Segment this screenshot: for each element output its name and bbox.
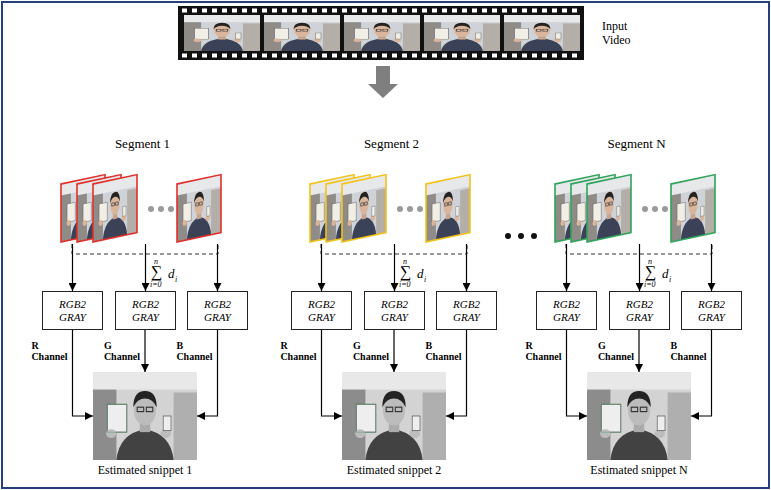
snippet-image: Estimated snippet 1: [93, 372, 197, 477]
math-symbol: ∑: [400, 264, 411, 280]
snippet-image: Estimated snippet N: [587, 372, 691, 477]
channel-label: R Channel: [31, 340, 67, 362]
process-box: RGB2 GRAY: [536, 291, 597, 330]
math-symbol: i=0: [150, 281, 162, 289]
channel-label: G Channel: [353, 340, 389, 362]
snippet-picture: [93, 372, 197, 460]
snippet-picture: [587, 372, 691, 460]
math-symbol: d: [417, 267, 424, 280]
connector-arrow: [393, 330, 394, 372]
channel-label: B Channel: [670, 340, 706, 362]
box-label: RGB2 GRAY: [308, 298, 335, 323]
dashed-bracket: [72, 244, 712, 254]
segment-heading: Segment N: [549, 136, 724, 152]
math-symbol: ∑: [151, 264, 162, 280]
math-symbol: i: [175, 276, 177, 284]
channel-label: R Channel: [280, 340, 316, 362]
segment-heading: Segment 1: [55, 136, 230, 152]
connector-arrow: [145, 244, 146, 291]
process-box: RGB2 GRAY: [436, 291, 497, 330]
box-label: RGB2 GRAY: [626, 298, 653, 323]
connector-arrow: [711, 244, 712, 291]
frame-stack: [55, 154, 230, 246]
snippet-caption: Estimated snippet N: [559, 463, 719, 477]
channel-label: G Channel: [598, 340, 634, 362]
process-box: RGB2 GRAY: [115, 291, 176, 330]
channel-label: B Channel: [176, 340, 212, 362]
process-box: RGB2 GRAY: [609, 291, 670, 330]
connector-arrow: [691, 330, 712, 416]
channel-label: G Channel: [104, 340, 140, 362]
box-label: RGB2 GRAY: [132, 298, 159, 323]
segment-frames: Segment N: [549, 136, 724, 244]
box-label: RGB2 GRAY: [59, 298, 86, 323]
snippet-caption: Estimated snippet 1: [65, 463, 225, 477]
channel-label: R Channel: [525, 340, 561, 362]
math-symbol: i=0: [644, 281, 656, 289]
connector-arrow: [217, 244, 218, 291]
channel-label: B Channel: [425, 340, 461, 362]
math-symbol: d: [662, 267, 669, 280]
snippet-picture: [342, 372, 446, 460]
box-label: RGB2 GRAY: [204, 298, 231, 323]
frame-stack: [549, 154, 724, 246]
math-symbol: i: [669, 276, 671, 284]
connector-arrow: [638, 330, 639, 372]
connector-arrow: [73, 330, 94, 416]
connector-arrow: [321, 244, 322, 291]
math-symbol: i=0: [399, 281, 411, 289]
segment-frames: Segment 2: [304, 136, 479, 244]
process-box: RGB2 GRAY: [681, 291, 742, 330]
math-symbol: ∑: [645, 264, 656, 280]
math-symbol: d: [168, 267, 175, 280]
segment-frames: Segment 1: [55, 136, 230, 244]
connector-arrow: [567, 330, 588, 416]
ellipsis-dots: [505, 233, 537, 239]
film-strip: [178, 6, 584, 60]
connector-arrow: [446, 330, 467, 416]
connector-arrow: [639, 244, 640, 291]
segment-heading: Segment 2: [304, 136, 479, 152]
connector-arrow: [322, 330, 343, 416]
math-symbol: i: [424, 276, 426, 284]
connector-arrow: [144, 330, 145, 372]
video-label: Input Video: [602, 19, 631, 48]
box-label: RGB2 GRAY: [381, 298, 408, 323]
box-label: RGB2 GRAY: [698, 298, 725, 323]
process-box: RGB2 GRAY: [291, 291, 352, 330]
box-label: RGB2 GRAY: [453, 298, 480, 323]
process-box: RGB2 GRAY: [42, 291, 103, 330]
connector-arrow: [72, 244, 73, 291]
input-video: Input Video: [178, 6, 648, 62]
process-box: RGB2 GRAY: [187, 291, 248, 330]
frame-stack: [304, 154, 479, 246]
down-block-arrow: [368, 66, 398, 98]
box-label: RGB2 GRAY: [553, 298, 580, 323]
connector-arrow: [197, 330, 218, 416]
snippet-image: Estimated snippet 2: [342, 372, 446, 477]
connector-arrow: [566, 244, 567, 291]
connector-arrow: [394, 244, 395, 291]
snippet-caption: Estimated snippet 2: [314, 463, 474, 477]
process-box: RGB2 GRAY: [364, 291, 425, 330]
connector-arrow: [466, 244, 467, 291]
